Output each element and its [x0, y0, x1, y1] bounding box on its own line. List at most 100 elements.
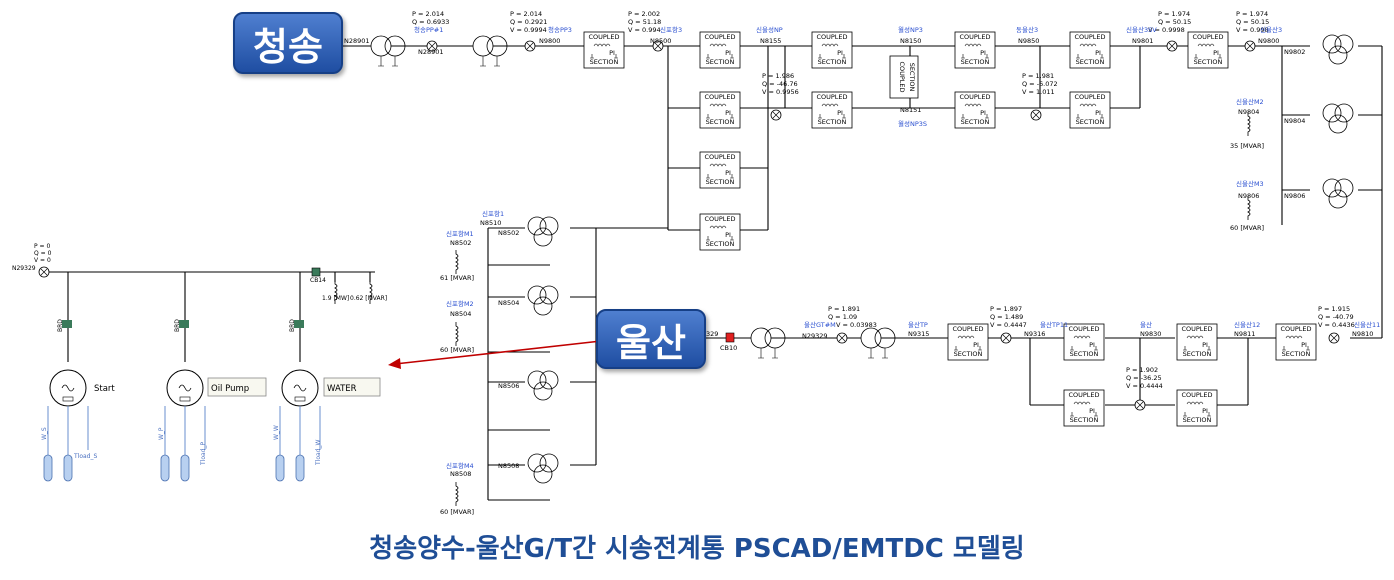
svg-text:N8506: N8506: [498, 382, 519, 390]
svg-text:Q = -36.25: Q = -36.25: [1126, 374, 1162, 382]
svg-text:울산TP11: 울산TP11: [1040, 320, 1068, 329]
motor-label-start: Start: [94, 384, 115, 394]
svg-text:Q = 1.489: Q = 1.489: [990, 313, 1023, 321]
svg-text:60 [MVAR]: 60 [MVAR]: [440, 346, 474, 354]
motors: [49, 320, 319, 407]
svg-text:신울산3: 신울산3: [1260, 25, 1282, 34]
svg-text:V = 0.994: V = 0.994: [628, 26, 661, 34]
svg-text:PI: PI: [1202, 407, 1208, 415]
svg-text:SECTION: SECTION: [908, 63, 916, 92]
svg-text:N9800: N9800: [539, 37, 560, 45]
svg-text:COUPLED: COUPLED: [1192, 33, 1223, 41]
svg-text:COUPLED: COUPLED: [704, 93, 735, 101]
svg-text:P = 1.974: P = 1.974: [1236, 10, 1268, 18]
svg-text:V = 0.998: V = 0.998: [1236, 26, 1269, 34]
svg-text:신울산M2: 신울산M2: [1236, 97, 1264, 106]
svg-text:PI: PI: [1089, 341, 1095, 349]
svg-text:W_S: W_S: [41, 427, 48, 440]
svg-text:SECTION: SECTION: [1183, 350, 1212, 358]
svg-text:SECTION: SECTION: [818, 58, 847, 66]
svg-text:Q = 0: Q = 0: [34, 250, 52, 257]
svg-text:COUPLED: COUPLED: [1068, 391, 1099, 399]
svg-text:SECTION: SECTION: [706, 58, 735, 66]
svg-text:SECTION: SECTION: [590, 58, 619, 66]
svg-text:SECTION: SECTION: [1183, 416, 1212, 424]
svg-text:PI: PI: [725, 169, 731, 177]
svg-text:SECTION: SECTION: [706, 240, 735, 248]
svg-text:N9801: N9801: [1132, 37, 1153, 45]
svg-text:Q = -6.072: Q = -6.072: [1022, 80, 1058, 88]
svg-text:N8500: N8500: [650, 37, 671, 45]
bus-label: N28901: [344, 37, 370, 45]
svg-text:BRD: BRD: [289, 319, 296, 332]
svg-text:60 [MVAR]: 60 [MVAR]: [1230, 224, 1264, 232]
svg-text:SECTION: SECTION: [961, 58, 990, 66]
svg-text:SECTION: SECTION: [954, 350, 983, 358]
svg-text:SECTION: SECTION: [1076, 118, 1105, 126]
svg-text:60 [MVAR]: 60 [MVAR]: [440, 508, 474, 516]
svg-text:N8504: N8504: [450, 310, 471, 318]
svg-text:COUPLED: COUPLED: [1068, 325, 1099, 333]
breaker-cb10: [725, 332, 735, 343]
svg-text:신울산3SV: 신울산3SV: [1126, 25, 1157, 34]
svg-text:동울산3: 동울산3: [1016, 25, 1038, 34]
svg-text:PI: PI: [1213, 49, 1219, 57]
pi-label: COUPLED: [588, 33, 619, 41]
svg-text:SECTION: SECTION: [1070, 350, 1099, 358]
shunt-reactors: [334, 111, 1251, 507]
svg-text:35 [MVAR]: 35 [MVAR]: [1230, 142, 1264, 150]
svg-text:COUPLED: COUPLED: [1280, 325, 1311, 333]
svg-text:PI: PI: [725, 109, 731, 117]
svg-text:COUPLED: COUPLED: [959, 33, 990, 41]
svg-text:P = 2.014: P = 2.014: [412, 10, 444, 18]
arrow: [394, 339, 611, 365]
svg-text:P = 1.915: P = 1.915: [1318, 305, 1350, 313]
svg-text:SECTION: SECTION: [818, 118, 847, 126]
svg-text:PI: PI: [1301, 341, 1307, 349]
svg-text:V = 0.9998: V = 0.9998: [1148, 26, 1185, 34]
svg-text:BRD: BRD: [57, 319, 64, 332]
svg-text:COUPLED: COUPLED: [898, 61, 906, 92]
svg-text:COUPLED: COUPLED: [959, 93, 990, 101]
badge-ulsan: 울산: [596, 309, 706, 369]
svg-text:Q = 0.2921: Q = 0.2921: [510, 18, 547, 26]
svg-text:PI: PI: [980, 49, 986, 57]
svg-text:PI: PI: [1089, 407, 1095, 415]
svg-text:신포항M1: 신포항M1: [446, 229, 474, 238]
svg-text:1.9 [MW]: 1.9 [MW]: [322, 295, 349, 302]
svg-text:PI: PI: [609, 49, 615, 57]
svg-text:Q = 51.18: Q = 51.18: [628, 18, 661, 26]
svg-text:월성NP3: 월성NP3: [898, 25, 923, 34]
svg-text:COUPLED: COUPLED: [816, 93, 847, 101]
svg-text:신울산11: 신울산11: [1354, 320, 1380, 329]
svg-text:N8502: N8502: [450, 239, 471, 247]
svg-text:청송PP3: 청송PP3: [548, 26, 572, 34]
svg-text:SECTION: SECTION: [706, 178, 735, 186]
svg-text:P = 2.002: P = 2.002: [628, 10, 660, 18]
page-caption: 청송양수-울산G/T간 시송전계통 PSCAD/EMTDC 모델링: [369, 534, 1025, 564]
svg-text:P = 2.014: P = 2.014: [510, 10, 542, 18]
svg-text:P = 1.986: P = 1.986: [762, 72, 794, 80]
svg-text:COUPLED: COUPLED: [704, 215, 735, 223]
svg-text:신포항M4: 신포항M4: [446, 461, 474, 470]
svg-text:PI: PI: [1202, 341, 1208, 349]
svg-text:신울산M3: 신울산M3: [1236, 179, 1264, 188]
svg-text:P = 1.897: P = 1.897: [990, 305, 1022, 313]
svg-text:N29329: N29329: [802, 332, 828, 340]
svg-text:N9830: N9830: [1140, 330, 1161, 338]
svg-text:PI: PI: [837, 109, 843, 117]
svg-text:N9804: N9804: [1238, 108, 1259, 116]
svg-text:SECTION: SECTION: [1070, 416, 1099, 424]
svg-text:329: 329: [706, 330, 718, 338]
svg-text:SECTION: SECTION: [1282, 350, 1311, 358]
svg-text:COUPLED: COUPLED: [1181, 325, 1212, 333]
svg-text:울산TP: 울산TP: [908, 320, 928, 329]
svg-text:N9800: N9800: [1258, 37, 1279, 45]
svg-text:신포항1: 신포항1: [482, 209, 504, 218]
svg-text:Q = -40.79: Q = -40.79: [1318, 313, 1354, 321]
svg-text:PI: PI: [725, 231, 731, 239]
svg-text:N29329: N29329: [12, 265, 36, 272]
svg-text:신울산12: 신울산12: [1234, 320, 1260, 329]
svg-text:COUPLED: COUPLED: [1074, 93, 1105, 101]
svg-text:울산: 울산: [1140, 320, 1152, 329]
